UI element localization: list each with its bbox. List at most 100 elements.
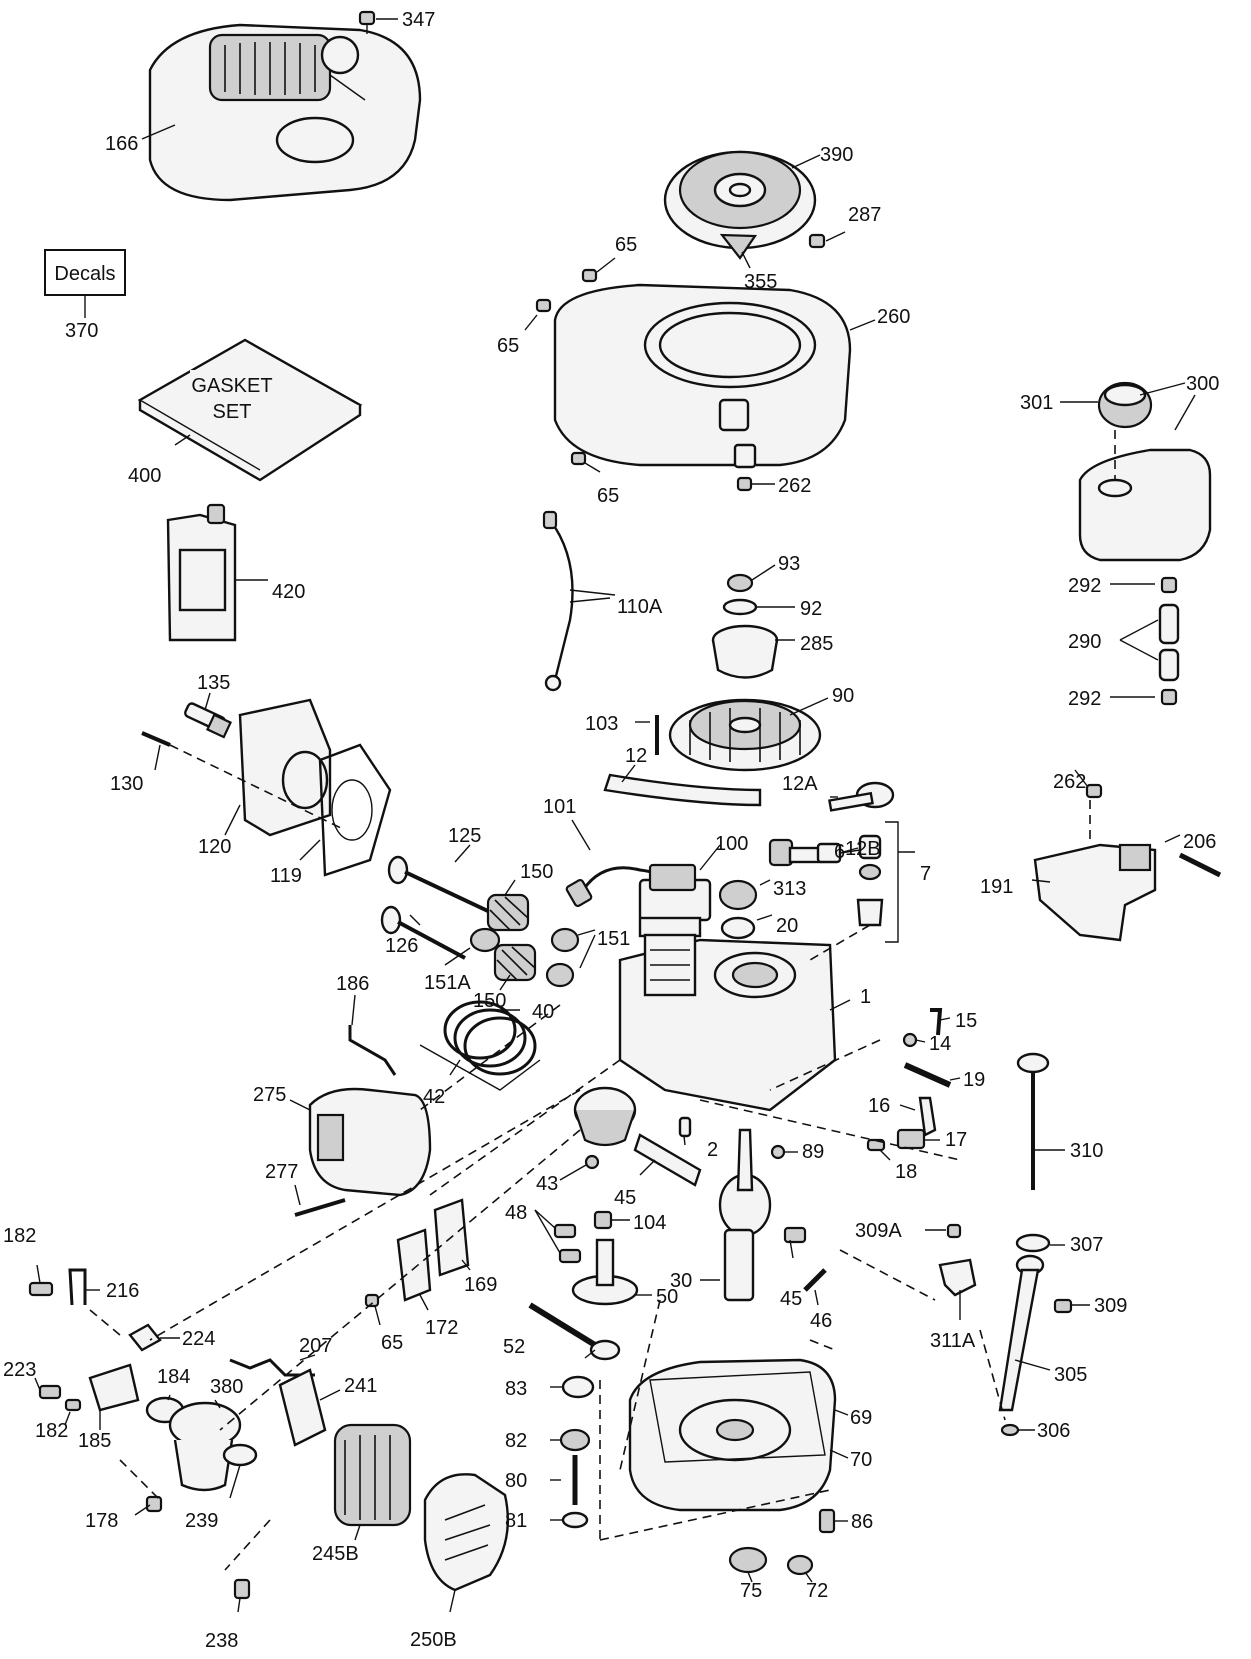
ignition-module-part-100	[638, 863, 712, 938]
gasket-part-224	[128, 1323, 162, 1352]
callout-151: 151	[597, 928, 630, 950]
link-part-186	[348, 1025, 397, 1076]
screw-part-65c	[570, 451, 587, 466]
callout-169: 169	[464, 1274, 497, 1296]
callout-81: 81	[505, 1510, 527, 1532]
callout-151A: 151A	[424, 972, 471, 994]
control-bracket-part-191	[1033, 843, 1157, 942]
shaft-part-52	[528, 1302, 621, 1361]
gasket-set-part-400: GASKET SET	[137, 338, 363, 482]
callout-48: 48	[505, 1202, 527, 1224]
spring-part-206	[1178, 852, 1222, 878]
callout-46: 46	[810, 1310, 832, 1332]
valve-spring-part-150b	[493, 943, 537, 982]
screw-part-65a	[581, 268, 598, 283]
bolt-part-130	[141, 731, 171, 747]
callout-90: 90	[832, 685, 854, 707]
callout-7: 7	[920, 863, 931, 885]
callout-70: 70	[850, 1449, 872, 1471]
callout-241: 241	[344, 1375, 377, 1397]
bolt-part-182b	[64, 1398, 82, 1412]
callout-45-right: 45	[780, 1288, 802, 1310]
callout-400: 400	[128, 465, 161, 487]
decals-label-box: Decals	[44, 249, 126, 318]
callout-250B: 250B	[410, 1629, 457, 1651]
callout-223: 223	[3, 1359, 36, 1381]
seal-part-151A	[469, 927, 501, 953]
callout-390: 390	[820, 144, 853, 166]
link-part-207	[229, 1358, 315, 1377]
callout-262-right: 262	[1053, 771, 1086, 793]
gasket-part-172	[396, 1228, 432, 1302]
callout-65-mid: 65	[381, 1332, 403, 1354]
callout-100: 100	[715, 833, 748, 855]
washer-part-81	[561, 1511, 589, 1529]
callout-20: 20	[776, 915, 798, 937]
recoil-starter-part-390	[663, 150, 817, 260]
callout-216: 216	[106, 1280, 139, 1302]
primer-bulb-part-6	[858, 834, 882, 860]
tappet-part-83	[561, 1375, 595, 1399]
valve-part-126	[380, 905, 466, 960]
spark-plug-wire-part-110A	[549, 519, 574, 681]
callout-86: 86	[851, 1511, 873, 1533]
callout-42: 42	[423, 1086, 445, 1108]
callout-83: 83	[505, 1378, 527, 1400]
callout-166: 166	[105, 133, 138, 155]
gear-part-82	[559, 1428, 591, 1452]
wire-connector	[542, 510, 558, 530]
callout-172: 172	[425, 1317, 458, 1339]
clamp-part-292b	[1160, 688, 1178, 706]
callout-69: 69	[850, 1407, 872, 1429]
callout-12B: 12B	[845, 838, 881, 860]
piston-bracket-42	[419, 1044, 541, 1091]
callout-103: 103	[585, 713, 618, 735]
dowel-part-2	[678, 1116, 692, 1138]
bracket-part-216	[68, 1268, 87, 1306]
callout-292-top: 292	[1068, 575, 1101, 597]
air-filter-part-245B	[333, 1423, 412, 1527]
valve-spring-part-150a	[486, 893, 530, 932]
callout-89: 89	[802, 1141, 824, 1163]
valve-part-125	[387, 855, 491, 914]
gasket-set-line1: GASKET	[191, 375, 272, 397]
screw-part-309	[1053, 1298, 1073, 1314]
starter-cup-part-285	[711, 624, 779, 679]
callout-17: 17	[945, 1129, 967, 1151]
callout-182-bottom: 182	[35, 1420, 68, 1442]
callout-191: 191	[980, 876, 1013, 898]
callout-92: 92	[800, 598, 822, 620]
callout-185: 185	[78, 1430, 111, 1452]
callout-287: 287	[848, 204, 881, 226]
crankshaft-part-30	[718, 1128, 772, 1302]
screw-part-65d	[364, 1293, 380, 1308]
callout-15: 15	[955, 1010, 977, 1032]
callout-101: 101	[543, 796, 576, 818]
callout-6: 6	[834, 841, 845, 863]
callout-65-bottom: 65	[597, 485, 619, 507]
governor-arm-part-16	[918, 1096, 937, 1137]
callout-50: 50	[656, 1286, 678, 1308]
callout-347: 347	[402, 9, 435, 31]
callout-277: 277	[265, 1161, 298, 1183]
callout-370: 370	[65, 320, 98, 342]
oil-bottle-part-420	[166, 503, 237, 642]
nut-part-178	[145, 1495, 163, 1513]
callout-80: 80	[505, 1470, 527, 1492]
callout-275: 275	[253, 1084, 286, 1106]
callout-93: 93	[778, 553, 800, 575]
callout-309A: 309A	[855, 1220, 902, 1242]
callout-245B: 245B	[312, 1543, 359, 1565]
plug-part-72	[786, 1554, 814, 1576]
retainer-part-151a	[550, 927, 580, 953]
flywheel-part-90	[668, 698, 822, 772]
fuel-line-part-290a	[1158, 603, 1180, 645]
callout-206: 206	[1183, 831, 1216, 853]
callout-285: 285	[800, 633, 833, 655]
part-89	[770, 1144, 786, 1160]
bolt-part-277	[294, 1198, 346, 1217]
primer-part-12A	[828, 781, 895, 812]
sump-part-70	[628, 1358, 837, 1512]
clamp-part-292a	[1160, 576, 1178, 594]
callout-12A: 12A	[782, 773, 818, 795]
